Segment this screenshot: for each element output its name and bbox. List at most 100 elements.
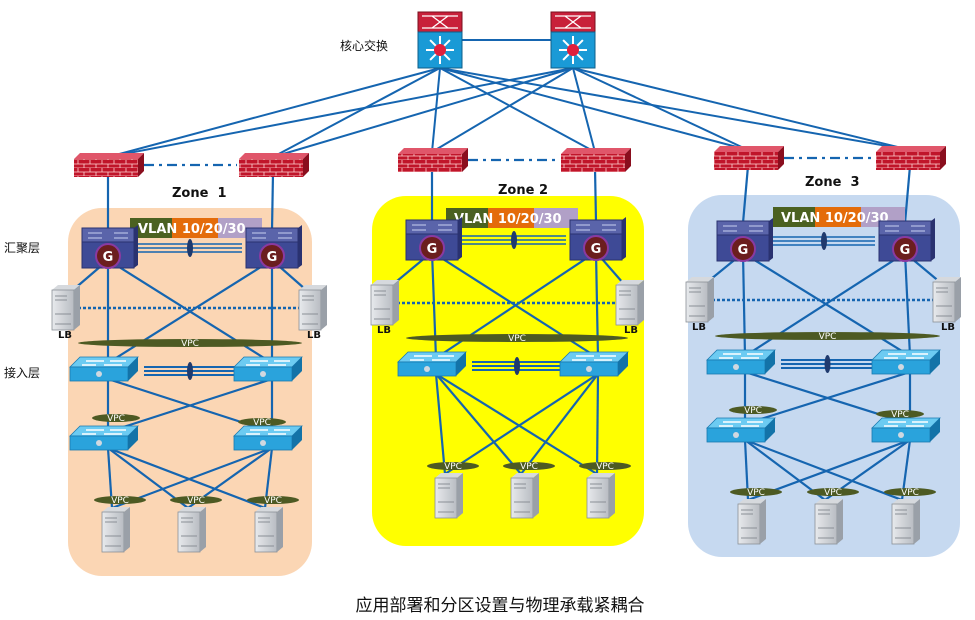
server-icon [254,507,283,553]
access-switch-side [292,357,302,381]
server-bays [181,517,197,547]
vpc-bundle: VPC [427,462,479,472]
agg-switch-side [769,218,773,261]
server-side [609,473,615,518]
vlan-segment-green [130,218,172,238]
server-icon [891,499,920,545]
firewall-icon [714,146,784,170]
server-top [178,507,206,512]
vpc-bundle: VPC [807,488,859,498]
switch-hub-dot [586,366,592,372]
core-to-firewall-link [107,67,441,158]
load-balancer-icon [298,285,327,331]
server-bays [302,295,318,325]
access-switch-icon [706,349,776,375]
access-switch-icon [871,349,941,375]
core-to-firewall-link [272,67,441,158]
firewall-bricks [876,152,940,170]
server-top [52,285,80,290]
vpc-bundle: VPC [730,488,782,498]
firewall-bricks [561,154,625,172]
core-to-firewall-link [572,67,911,151]
firewall-icon [239,153,309,177]
agg-to-access-link [903,252,912,357]
vpc-ellipse [406,334,628,342]
core-to-firewall-link [439,67,749,151]
aggregation-switch-icon: G [81,225,138,269]
server-icon [814,499,843,545]
server-side [277,507,283,552]
vlan-prefix: VLAN [454,212,493,227]
lb-label: LB [307,330,321,341]
server-icon [586,473,615,519]
server-bays [590,483,606,513]
vlan-mid: 10/2 [493,212,529,227]
server-top [815,499,843,504]
link-bundle-marker [824,355,831,373]
vpc-label: VPC [596,462,614,472]
gateway-label: G [267,250,278,265]
core-to-firewall-link [439,67,596,153]
vpc-bundle: VPC [78,339,302,349]
agg-switch-side [458,217,462,260]
server-side [533,473,539,518]
access-to-access-link [107,377,273,434]
firewall-top [398,148,468,154]
server-bays [619,290,635,320]
vpc-label: VPC [253,418,271,428]
vpc-ellipse [92,414,140,422]
firewall-side [625,148,631,172]
vpc-label: VPC [181,339,199,349]
vpc-label: VPC [508,334,526,344]
diagram-caption: 应用部署和分区设置与物理承载紧耦合 [356,596,645,616]
vpc-bundle: VPC [579,462,631,472]
vpc-label: VPC [520,462,538,472]
agg-switch-top [405,219,459,235]
access-to-server-link [595,373,600,475]
agg-switch-top [878,220,932,236]
load-balancer-icon [370,280,399,326]
vpc-bundle: VPC [876,410,924,420]
aggregation-switch-icon: G [569,217,626,261]
vlan-banner: VLAN 10/20/30 [446,208,578,228]
vpc-label: VPC [444,462,462,472]
link-bundle-marker [821,232,827,250]
lb-label: LB [692,322,706,333]
load-balancer-icon [685,277,714,323]
vpc-ellipse [729,406,777,414]
server-side [393,280,399,325]
access-switch-icon [397,351,467,377]
firewall-to-agg-link [903,165,912,224]
vpc-bundle: VPC [170,496,222,506]
agg-to-access-link [741,252,747,357]
server-icon [177,507,206,553]
switch-hub-dot [424,366,430,372]
firewall-to-agg-link [741,165,750,224]
server-top [371,280,399,285]
gateway-label: G [591,242,602,257]
access-switch-side [618,352,628,376]
vpc-ellipse [715,332,940,340]
agg-ports [252,232,292,239]
firewall-to-agg-link [593,167,598,223]
access-to-server-link [434,373,447,475]
zone-1-background [68,208,312,576]
server-bays [689,287,705,317]
server-side [457,473,463,518]
server-icon [434,473,463,519]
switch-hub-dot [733,432,739,438]
gateway-badge [419,235,445,261]
server-bays [105,517,121,547]
lb-label: LB [624,325,638,336]
vpc-bundle: VPC [94,496,146,506]
access-switch-side [292,426,302,450]
firewall-icon [561,148,631,172]
firewall-side [462,148,468,172]
access-layer-label: 接入层 [4,365,40,380]
arrow-icons [884,421,928,427]
vpc-label: VPC [107,414,125,424]
server-top [102,507,130,512]
core-layer-label: 核心交换 [340,38,388,53]
server-top [511,473,539,478]
